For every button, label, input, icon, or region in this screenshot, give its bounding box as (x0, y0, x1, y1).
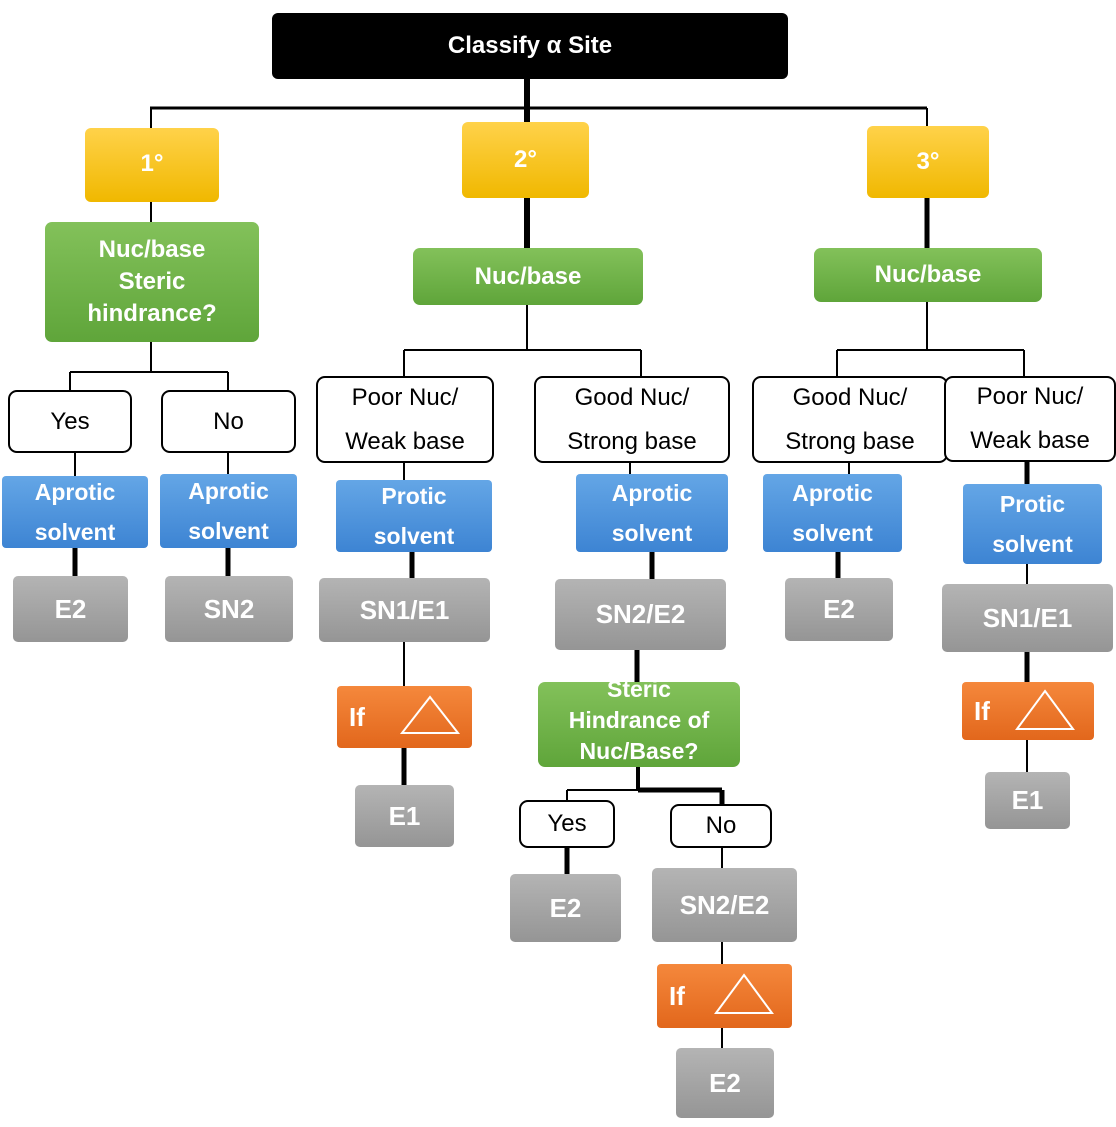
node-secondary-good-solvent: Aprotic solvent (576, 474, 728, 552)
node-secondary-good-result: SN2/E2 (555, 579, 726, 650)
node-tertiary-poor-result: SN1/E1 (942, 584, 1113, 652)
node-tertiary-good-solvent: Aprotic solvent (763, 474, 902, 552)
node-primary-steric-question: Nuc/base Steric hindrance? (45, 222, 259, 342)
node-secondary-poor-heat: If (337, 686, 472, 748)
node-tertiary-poor-heat: If (962, 682, 1094, 740)
node-primary-no-solvent: Aprotic solvent (160, 474, 297, 548)
node-tertiary-poor-solvent: Protic solvent (963, 484, 1102, 564)
node-primary-no-result: SN2 (165, 576, 293, 642)
node-primary-yes-result: E2 (13, 576, 128, 642)
node-secondary-steric-no: No (670, 804, 772, 848)
node-tertiary-nucbase: Nuc/base (814, 248, 1042, 302)
node-tertiary-good-result: E2 (785, 578, 893, 641)
triangle-heat-icon (399, 695, 461, 734)
node-secondary-poor-nuc: Poor Nuc/ Weak base (316, 376, 494, 463)
node-secondary-poor-solvent: Protic solvent (336, 480, 492, 552)
node-secondary-steric-question: Steric Hindrance of Nuc/Base? (538, 676, 740, 767)
node-secondary-poor-heat-result: E1 (355, 785, 454, 847)
node-tertiary-degree: 3° (867, 126, 989, 198)
node-tertiary-poor-heat-result: E1 (985, 772, 1070, 829)
node-primary-no: No (161, 390, 296, 453)
node-primary-degree: 1° (85, 128, 219, 202)
node-secondary-steric-yes-result: E2 (510, 874, 621, 942)
node-secondary-steric-yes: Yes (519, 800, 615, 848)
node-secondary-poor-result: SN1/E1 (319, 578, 490, 642)
root-label: Classify α Site (447, 32, 613, 59)
triangle-heat-icon (714, 973, 774, 1014)
node-secondary-good-nuc: Good Nuc/ Strong base (534, 376, 730, 463)
node-primary-yes: Yes (8, 390, 132, 453)
node-secondary-steric-no-result: SN2/E2 (652, 868, 797, 942)
root-node-classify: Classify α Site (272, 13, 788, 79)
node-secondary-nucbase: Nuc/base (413, 248, 643, 305)
triangle-heat-icon (1015, 689, 1075, 730)
node-tertiary-good-nuc: Good Nuc/ Strong base (752, 376, 948, 463)
node-tertiary-poor-nuc: Poor Nuc/ Weak base (944, 376, 1116, 462)
node-secondary-steric-heat-result: E2 (676, 1048, 774, 1118)
node-primary-yes-solvent: Aprotic solvent (2, 476, 148, 548)
node-secondary-degree: 2° (462, 122, 589, 198)
node-secondary-steric-heat: If (657, 964, 792, 1028)
